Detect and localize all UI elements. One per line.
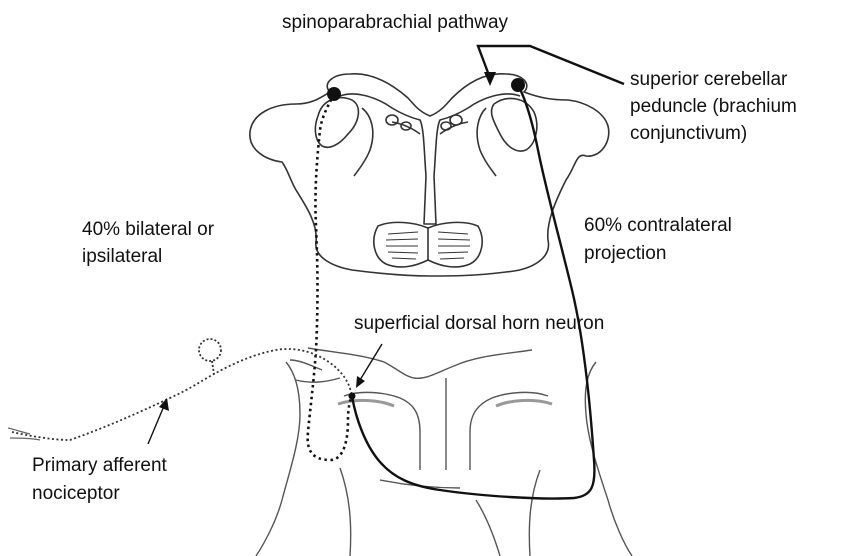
spinoparabrachial-arrowhead (484, 72, 496, 86)
bilateral-label-line2: ipsilateral (82, 243, 162, 270)
left-substantia-gelatinosa (338, 400, 394, 406)
spinoparabrachial-pointer (478, 46, 624, 84)
contralateral-label-line1: 60% contralateral (584, 212, 732, 239)
brainstem-outline (250, 74, 609, 276)
right-nucleus-b (441, 122, 451, 130)
dorsal-horn-neuron (349, 393, 356, 400)
left-nucleus-a (386, 115, 398, 125)
peduncle-label-line3: conjunctivum) (630, 120, 747, 147)
ventral-outline (340, 468, 540, 556)
pathway-label: spinoparabrachial pathway (282, 9, 508, 36)
dorsal-horn-pointer (360, 344, 382, 380)
dorsal-horn-arrowhead (356, 376, 365, 388)
cord-outline-right (585, 362, 632, 556)
peduncle-label-line2: peduncle (brachium (630, 93, 797, 120)
right-peduncle (492, 98, 537, 151)
right-nucleus-a (450, 115, 462, 125)
bilateral-label-line1: 40% bilateral or (82, 216, 214, 243)
afferent-label-line2: nociceptor (32, 480, 120, 507)
contralateral-label-line2: projection (584, 240, 666, 267)
ipsilateral-pathway (308, 94, 352, 460)
afferent-label-line1: Primary afferent (32, 452, 167, 479)
afferent-cell-body (199, 339, 221, 361)
peduncle-label-line1: superior cerebellar (630, 66, 787, 93)
midline-groove (392, 122, 468, 134)
dorsal-horn-label: superficial dorsal horn neuron (354, 310, 604, 337)
contralateral-pathway (352, 85, 594, 499)
right-substantia-gelatinosa (496, 400, 552, 406)
afferent-arrowhead (159, 398, 169, 411)
left-dorsal-horn (344, 392, 420, 470)
cord-outline-left (256, 362, 300, 556)
right-dorsal-horn (470, 392, 548, 470)
brainstem-section (250, 74, 609, 276)
afferent-pointer (148, 406, 164, 444)
afferent-stem (212, 361, 214, 374)
afferent-fiber-stub (8, 428, 40, 440)
